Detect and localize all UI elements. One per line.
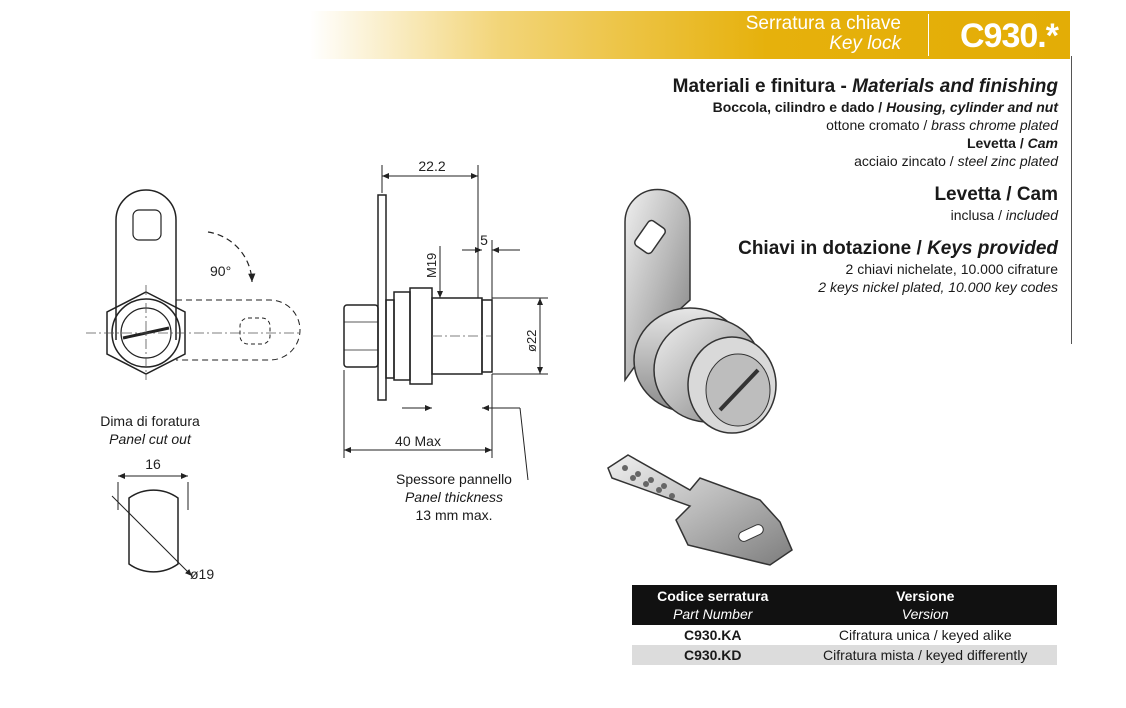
cam-included-en: included: [1005, 207, 1058, 223]
front-view: [86, 189, 301, 380]
table-row: C930.KA Cifratura unica / keyed alike: [632, 625, 1057, 645]
housing-label-en: Housing, cylinder and nut: [886, 99, 1058, 115]
part-number-table: Codice serratura Part Number Versione Ve…: [632, 585, 1057, 665]
dim-22-2: 22.2: [418, 158, 445, 174]
spec-side-rule: [1071, 56, 1072, 344]
keys-heading-en: Keys provided: [927, 238, 1058, 259]
housing-finish-en: brass chrome plated: [931, 117, 1058, 133]
specifications: Materiali e finitura - Materials and fin…: [673, 76, 1058, 296]
lock-cam-slot: [634, 219, 666, 255]
col2-it: Versione: [896, 588, 955, 604]
side-dimensions: [343, 165, 548, 481]
col1-en: Part Number: [673, 606, 753, 622]
header-divider: [928, 14, 929, 56]
keys-heading-it: Chiavi in dotazione /: [738, 238, 928, 259]
panel-thickness-max: 13 mm max.: [415, 507, 493, 523]
product-code: C930.*: [960, 17, 1059, 55]
part-version: Cifratura mista / keyed differently: [793, 645, 1057, 665]
header-band: [310, 11, 1070, 59]
column-header-part-number: Codice serratura Part Number: [632, 585, 794, 625]
housing-finish-it: ottone cromato /: [826, 117, 932, 133]
col2-en: Version: [901, 606, 949, 622]
dim-d19-line: [111, 495, 193, 577]
cam-included: inclusa / included: [673, 206, 1058, 224]
table-row: C930.KD Cifratura mista / keyed differen…: [632, 645, 1057, 665]
dim-40max: 40 Max: [395, 433, 441, 449]
product-title: Serratura a chiave Key lock: [746, 14, 901, 54]
keys-line-en: 2 keys nickel plated, 10.000 key codes: [818, 279, 1058, 295]
side-view: [343, 194, 493, 401]
col1-it: Codice serratura: [657, 588, 769, 604]
panel-thickness-it: Spessore pannello: [396, 471, 512, 487]
housing-label-it: Boccola, cilindro e dado /: [712, 99, 887, 115]
side-front-nut: [393, 291, 411, 381]
materials-heading-it: Materiali e finitura -: [672, 76, 853, 97]
cutout-view: [111, 473, 193, 577]
housing-finish: ottone cromato / brass chrome plated: [673, 116, 1058, 134]
table-header-row: Codice serratura Part Number Versione Ve…: [632, 585, 1057, 625]
front-hex-nut: [106, 291, 186, 375]
side-washer: [385, 299, 395, 379]
cam-label-it: Levetta /: [966, 135, 1028, 151]
cam-label: Levetta / Cam: [673, 134, 1058, 152]
title-english: Key lock: [829, 33, 901, 54]
materials-heading-en: Materials and finishing: [852, 76, 1058, 97]
part-code: C930.KD: [632, 645, 794, 665]
side-flange: [409, 287, 433, 385]
panel-thickness-en: Panel thickness: [404, 489, 504, 505]
keys-line-it: 2 chiavi nichelate, 10.000 cifrature: [845, 261, 1058, 277]
cam-label-en: Cam: [1027, 135, 1058, 151]
key-dimples: [622, 465, 675, 499]
lock-illustration: [624, 188, 777, 434]
panel-cutout-label: Dima di foratura Panel cut out: [70, 412, 230, 448]
part-code: C930.KA: [683, 627, 742, 643]
panel-cutout-en: Panel cut out: [109, 431, 191, 447]
key-illustration: [607, 454, 793, 566]
panel-cutout-it: Dima di foratura: [100, 413, 200, 429]
materials-heading: Materiali e finitura - Materials and fin…: [673, 76, 1058, 98]
lock-key-slot: [718, 368, 760, 412]
front-cam-slot: [132, 209, 162, 241]
dim-d22: ø22: [524, 330, 539, 352]
rotated-cam-slot: [239, 317, 271, 345]
dim-16: 16: [145, 456, 161, 472]
part-version: Cifratura unica / keyed alike: [838, 627, 1012, 643]
dim-m19: M19: [424, 253, 439, 278]
dim-d19: ø19: [190, 566, 214, 582]
cam-included-it: inclusa /: [950, 207, 1006, 223]
cam-finish-en: steel zinc plated: [957, 153, 1058, 169]
cam-finish: acciaio zincato / steel zinc plated: [673, 152, 1058, 170]
title-italian: Serratura a chiave: [745, 13, 901, 34]
key-shape: [607, 454, 793, 566]
side-back-nut: [343, 304, 379, 368]
cam-heading: Levetta / Cam: [934, 184, 1058, 205]
rotation-label: 90°: [210, 263, 231, 279]
cutout-shape: [128, 489, 179, 573]
key-hole: [738, 524, 764, 542]
housing-label: Boccola, cilindro e dado / Housing, cyli…: [673, 98, 1058, 116]
panel-thickness-label: Spessore pannello Panel thickness 13 mm …: [344, 470, 564, 524]
column-header-version: Versione Version: [793, 585, 1057, 625]
cam-finish-it: acciaio zincato /: [854, 153, 958, 169]
front-cam-outline: [115, 189, 177, 340]
dim-5: 5: [480, 232, 488, 248]
keys-heading: Chiavi in dotazione / Keys provided: [673, 238, 1058, 260]
rotated-cam-outline: [176, 299, 301, 361]
side-cam-plate: [377, 194, 387, 401]
rotation-arrow: [207, 231, 256, 283]
